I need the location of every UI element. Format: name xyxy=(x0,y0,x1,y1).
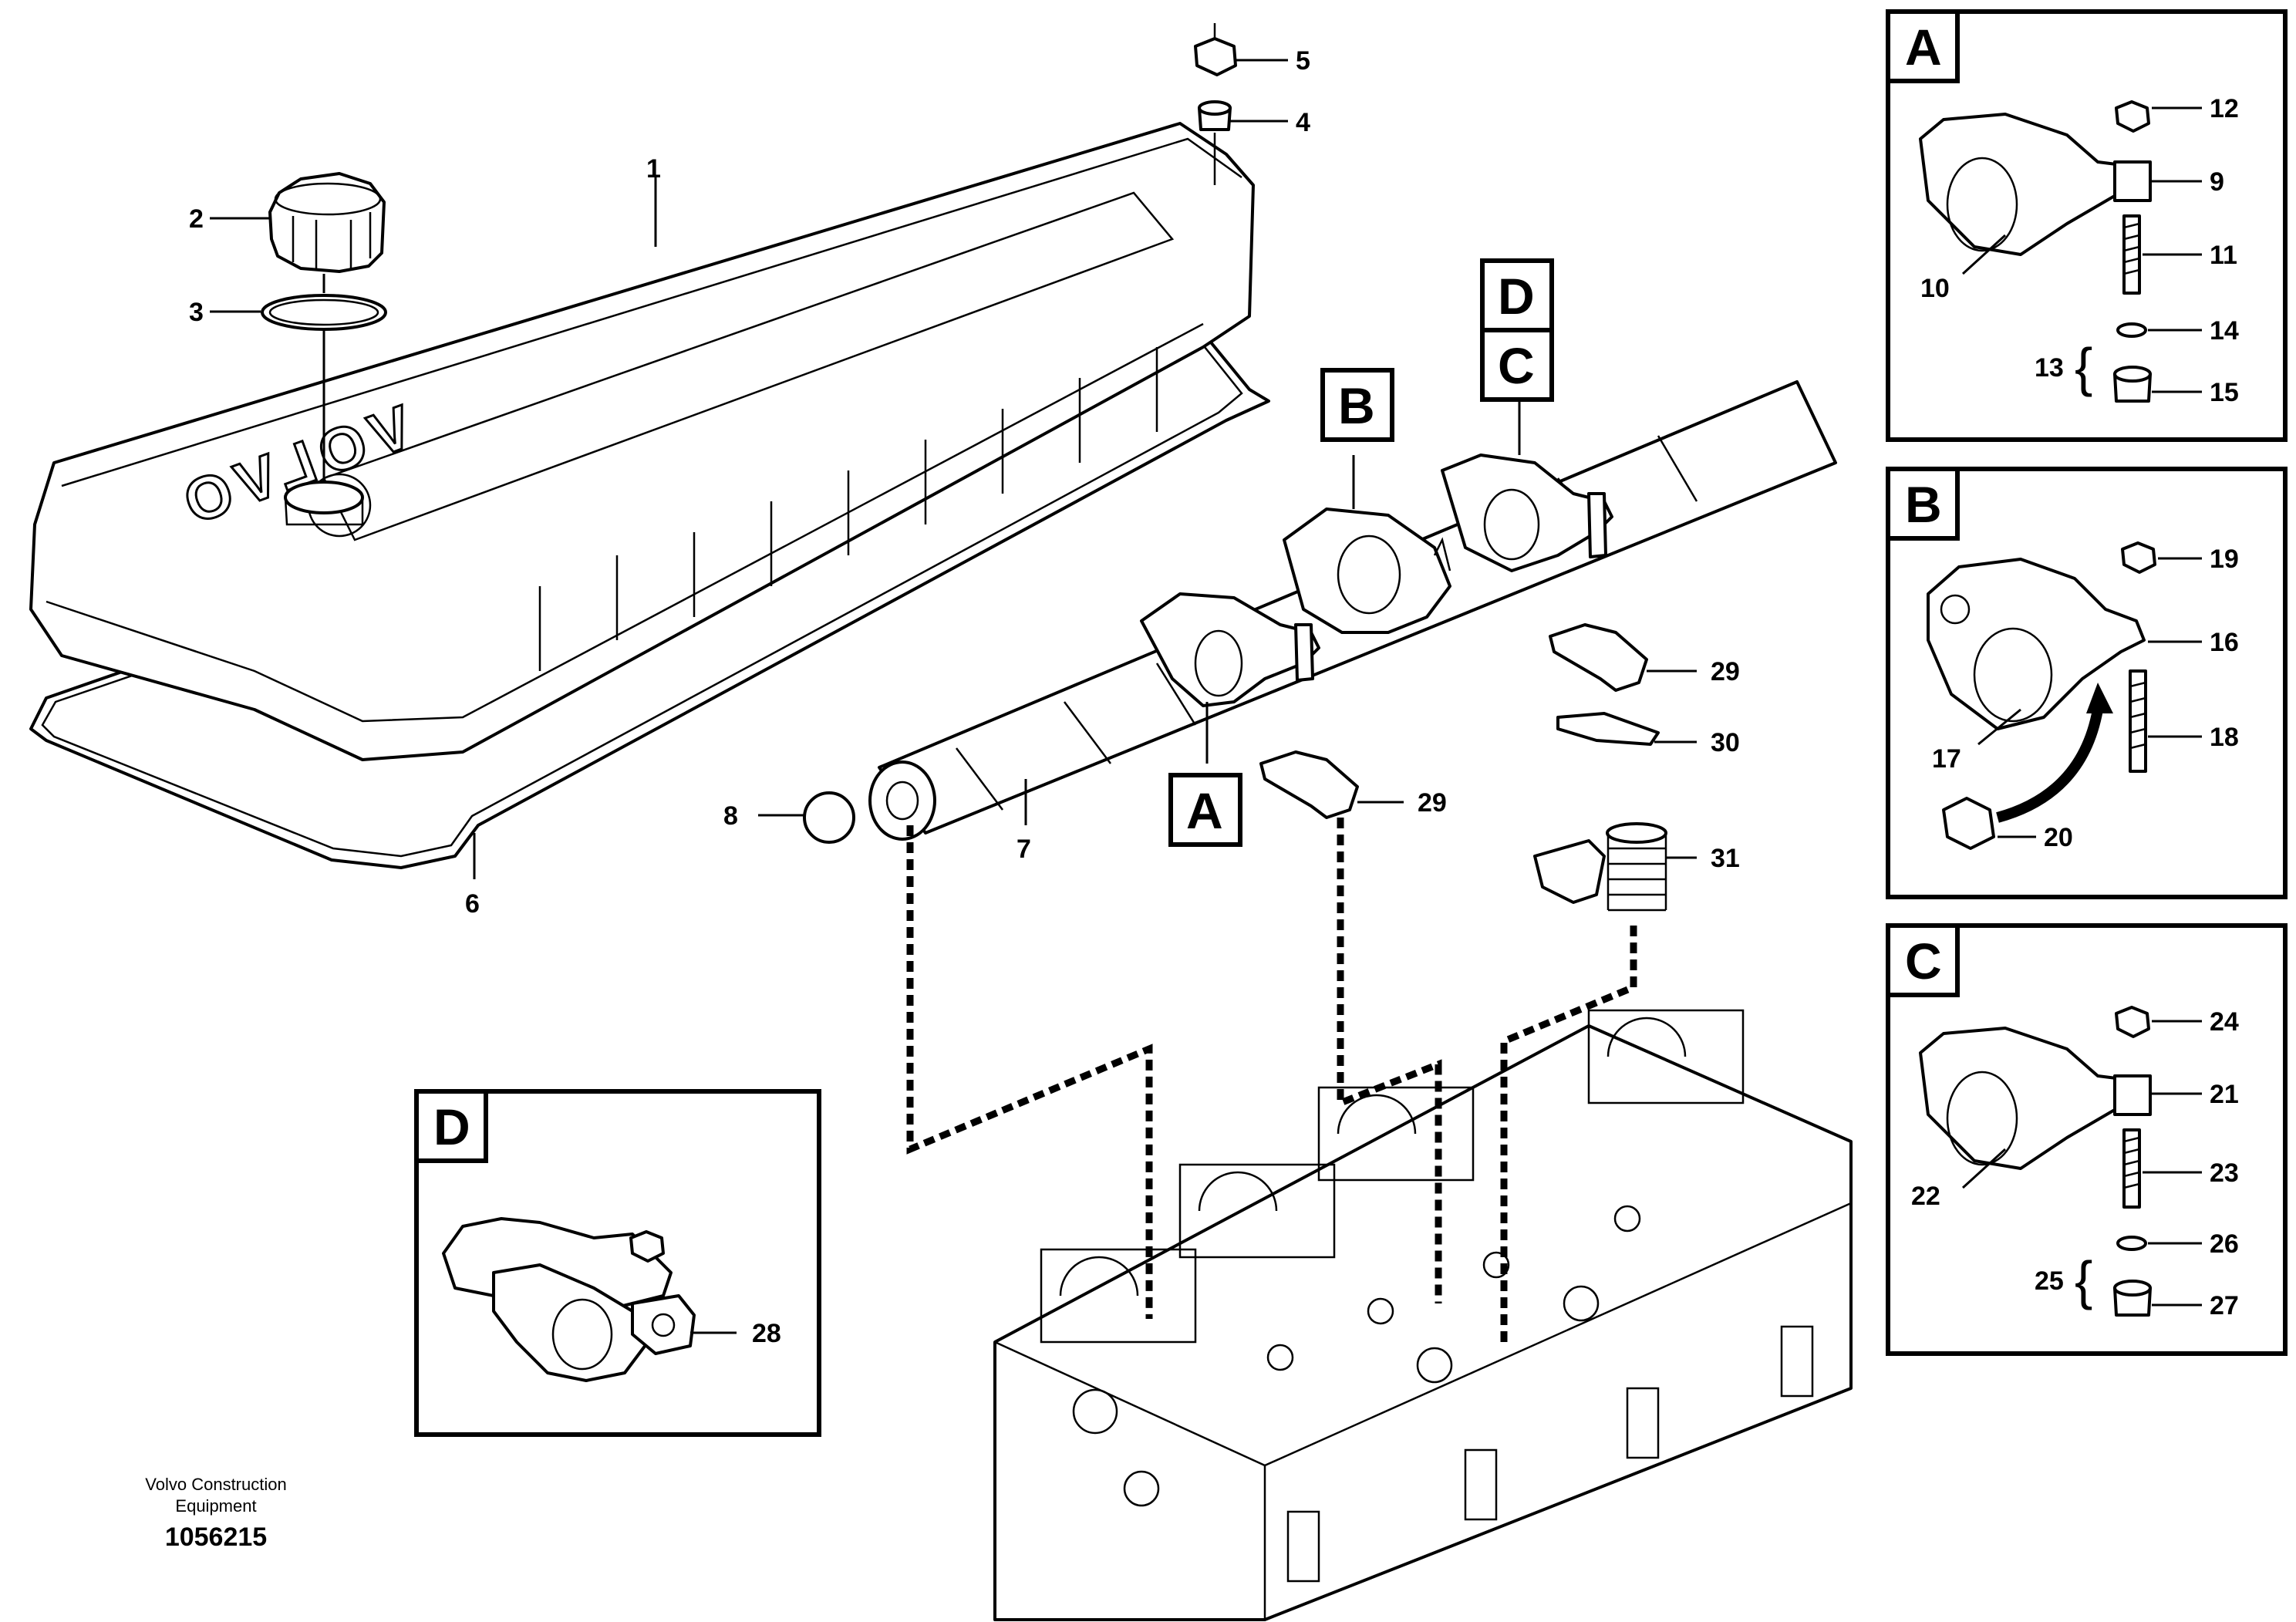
callout-23: 23 xyxy=(2210,1158,2239,1188)
callout-29a: 29 xyxy=(1418,788,1447,818)
svg-text:C: C xyxy=(1905,932,1942,990)
svg-text:B: B xyxy=(1338,377,1375,434)
valve-spring xyxy=(1533,822,1667,912)
callout-11: 11 xyxy=(2210,241,2237,270)
callout-25: 25 xyxy=(2035,1266,2064,1296)
callout-8: 8 xyxy=(723,801,738,831)
callout-27: 27 xyxy=(2210,1291,2239,1320)
detail-panel-c: C 24 21 23 26 27 22 25 { xyxy=(1886,923,2288,1356)
rocker-arm-3 xyxy=(1441,454,1613,572)
callout-1: 1 xyxy=(646,154,661,184)
callout-10: 10 xyxy=(1920,274,1950,303)
detail-panel-d: D 28 xyxy=(414,1089,821,1437)
callout-24: 24 xyxy=(2210,1007,2239,1037)
brace-13: { xyxy=(2075,337,2092,397)
cylinder-head xyxy=(993,1009,1853,1621)
oil-filler-cap xyxy=(268,172,386,273)
shaft-plug xyxy=(803,791,855,844)
rocker-arm-2 xyxy=(1283,508,1451,634)
callout-15: 15 xyxy=(2210,378,2239,407)
callout-21: 21 xyxy=(2210,1080,2239,1109)
cover-spacer xyxy=(1198,100,1232,131)
brace-25: { xyxy=(2075,1250,2092,1310)
callout-7: 7 xyxy=(1017,835,1031,864)
callout-14: 14 xyxy=(2210,316,2239,346)
callout-5: 5 xyxy=(1296,46,1310,76)
detail-tag-c: C xyxy=(1480,328,1554,402)
o-ring xyxy=(261,294,387,331)
valve-bridge-left xyxy=(1259,750,1359,819)
dashed-connector-bridge-left xyxy=(1337,818,1442,1303)
detail-panel-a: A 12 9 11 14 15 10 13 { xyxy=(1886,9,2288,442)
cover-nut xyxy=(1194,23,1237,76)
svg-text:A: A xyxy=(1186,782,1223,839)
callout-20: 20 xyxy=(2044,823,2073,852)
callout-9: 9 xyxy=(2210,167,2224,197)
callout-3: 3 xyxy=(189,298,204,327)
svg-text:A: A xyxy=(1905,19,1942,76)
callout-12: 12 xyxy=(2210,94,2239,123)
callout-18: 18 xyxy=(2210,723,2239,752)
svg-text:C: C xyxy=(1498,337,1535,394)
svg-text:B: B xyxy=(1905,476,1942,533)
publisher-line-1: Volvo Construction xyxy=(145,1475,287,1494)
detail-panel-b: B 19 16 18 17 20 xyxy=(1886,467,2288,899)
callout-17: 17 xyxy=(1932,744,1961,774)
callout-22: 22 xyxy=(1911,1182,1940,1211)
main-leader-lines xyxy=(210,59,1697,879)
valve-cover: VOLVO xyxy=(29,122,1255,761)
callout-26: 26 xyxy=(2210,1229,2239,1259)
callout-16: 16 xyxy=(2210,628,2239,657)
svg-text:D: D xyxy=(1498,268,1535,325)
filler-neck xyxy=(284,481,364,526)
callout-28: 28 xyxy=(752,1319,781,1348)
callout-31: 31 xyxy=(1711,844,1740,873)
detail-tag-d: D xyxy=(1480,258,1554,332)
spring-clip xyxy=(1556,712,1660,746)
detail-tag-a: A xyxy=(1168,773,1242,847)
drawing-number: 1056215 xyxy=(164,1523,268,1552)
callout-19: 19 xyxy=(2210,545,2239,574)
callout-30: 30 xyxy=(1711,728,1740,757)
callout-13: 13 xyxy=(2035,353,2064,383)
publisher-line-2: Equipment xyxy=(175,1496,257,1516)
callout-4: 4 xyxy=(1296,108,1310,137)
rocker-arm-1 xyxy=(1140,592,1320,707)
callout-2: 2 xyxy=(189,204,204,234)
svg-text:D: D xyxy=(433,1098,470,1155)
callout-6: 6 xyxy=(465,889,480,919)
valve-bridge-right xyxy=(1549,623,1648,692)
callout-29b: 29 xyxy=(1711,657,1740,686)
dashed-connector-shaft xyxy=(906,825,1153,1319)
detail-tag-b: B xyxy=(1320,368,1394,442)
